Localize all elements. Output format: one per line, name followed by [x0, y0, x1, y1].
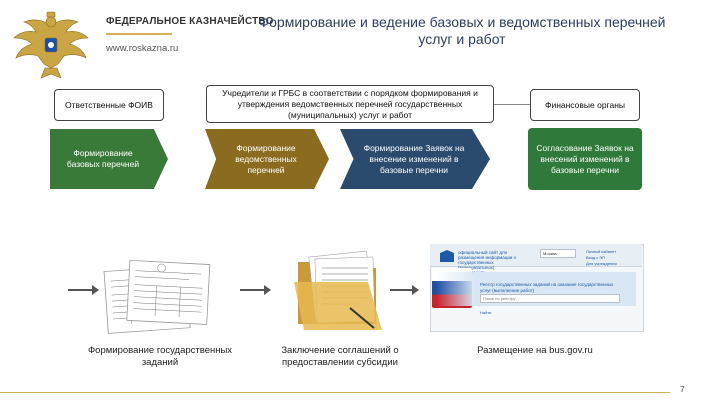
step-approve-change-requests: Согласование Заявок на внесений изменени…	[528, 128, 642, 190]
role-box-responsible-foiv: Ответственные ФОИВ	[54, 89, 164, 121]
website-search-input: Поиск по реестру	[480, 294, 620, 303]
step-change-requests: Формирование Заявок на внесение изменени…	[340, 129, 490, 189]
caption-bus-gov-publication: Размещение на bus.gov.ru	[477, 345, 593, 356]
org-website: www.roskazna.ru	[106, 43, 179, 54]
website-header-bar	[430, 244, 642, 267]
website-header-links: Личный кабинет Вход с ЭП Для учреждения	[586, 249, 638, 267]
website-search-title: Реестр государственных заданий на оказан…	[480, 282, 614, 293]
step-base-lists: Формирование базовых перечней	[50, 129, 168, 189]
slide-title: Формирование и ведение базовых и ведомст…	[258, 14, 666, 47]
role-box-founders-grbs: Учредители и ГРБС в соответствии с поряд…	[206, 85, 494, 123]
arrow-right-icon	[240, 285, 271, 295]
agreements-folder-image	[294, 250, 382, 330]
org-name-underline	[106, 33, 172, 35]
state-task-document-image	[103, 259, 211, 334]
double-headed-eagle-emblem-icon	[13, 11, 89, 79]
website-link: Вход с ЭП	[586, 255, 606, 260]
website-region-select: Москва	[540, 249, 576, 258]
arrow-right-icon	[390, 285, 419, 295]
footer-rule	[0, 392, 670, 393]
website-logo-icon	[440, 250, 454, 262]
org-name: ФЕДЕРАЛЬНОЕ КАЗНАЧЕЙСТВО	[106, 16, 274, 27]
step-departmental-lists: Формирование ведомственных перечней	[205, 129, 329, 189]
website-link: Для учреждения	[586, 261, 617, 266]
caption-state-tasks: Формирование государственных заданий	[87, 345, 233, 368]
arrow-right-icon	[68, 285, 99, 295]
website-search-link: Найти	[480, 310, 492, 315]
role-connector-line	[494, 104, 530, 105]
website-link: Личный кабинет	[586, 249, 617, 254]
page-number: 7	[680, 384, 685, 394]
role-box-financial-bodies: Финансовые органы	[530, 89, 640, 121]
caption-subsidy-agreements: Заключение соглашений о предоставлении с…	[281, 345, 399, 368]
